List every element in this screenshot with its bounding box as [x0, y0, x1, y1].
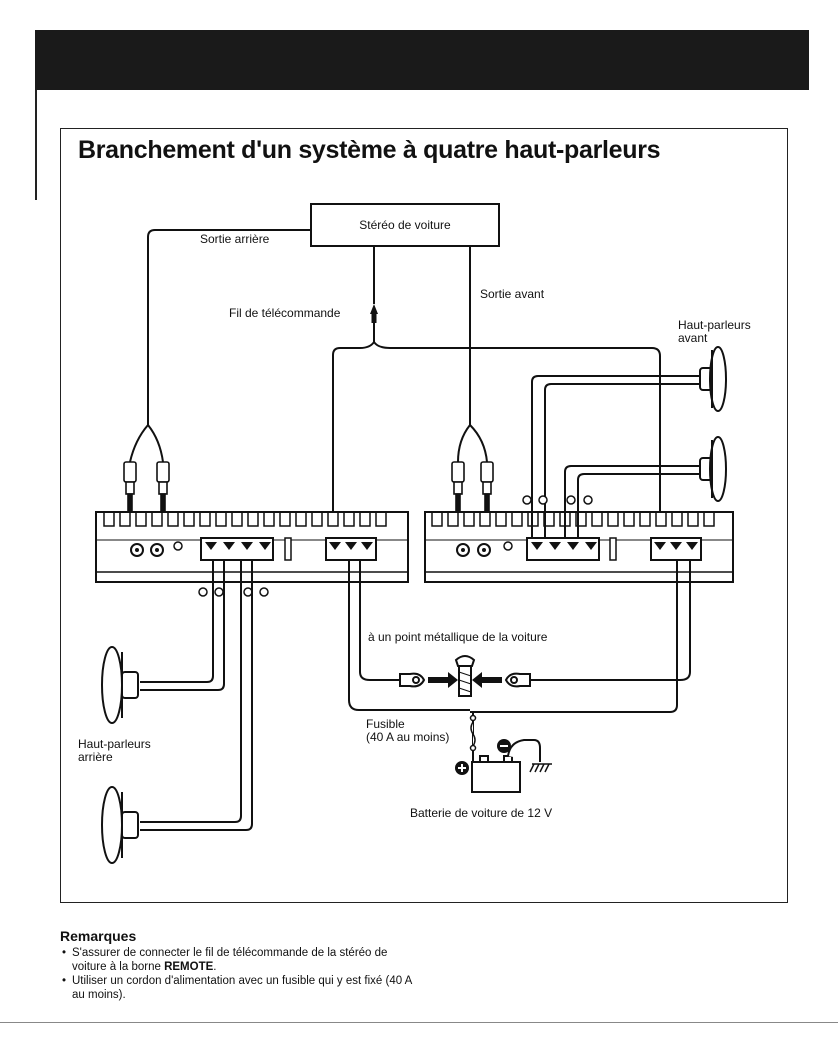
notes-list: S'assurer de connecter le fil de télécom… [60, 946, 420, 1002]
amplifier-right [424, 511, 734, 583]
notes-heading: Remarques [60, 928, 137, 944]
note-item: Utiliser un cordon d'alimentation avec u… [60, 974, 420, 1002]
bolt-icon [454, 655, 476, 697]
polarity-markers-left [198, 587, 269, 597]
page-title: Branchement d'un système à quatre haut-p… [78, 136, 661, 164]
plus-sign-icon [455, 761, 469, 775]
minus-sign-icon [497, 739, 511, 753]
remote-arrow-icon [370, 304, 378, 314]
margin-rule [35, 90, 37, 200]
front-speaker-top [699, 346, 727, 412]
front-speakers-label-1: Haut-parleurs [678, 318, 751, 332]
front-output-label: Sortie avant [480, 287, 545, 301]
rca-plugs-left [123, 461, 170, 515]
fuse-icon [469, 714, 477, 752]
rear-speaker-wires [140, 560, 253, 831]
diagram-frame [60, 128, 788, 903]
ground-arrows [428, 672, 502, 688]
battery-icon [471, 739, 541, 793]
header-bar [35, 30, 809, 90]
battery-label: Batterie de voiture de 12 V [410, 806, 553, 820]
rca-plugs-right [451, 461, 494, 515]
note-item: S'assurer de connecter le fil de télécom… [60, 946, 420, 974]
remote-keyword: REMOTE [164, 961, 214, 973]
front-speaker-wires [531, 375, 700, 538]
car-stereo-label: Stéréo de voiture [359, 218, 451, 232]
fuse-label-2: (40 A au moins) [366, 730, 450, 744]
remote-wire-label: Fil de télécommande [229, 306, 341, 320]
rear-output-label: Sortie arrière [200, 232, 270, 246]
polarity-markers-right [522, 495, 593, 505]
note-text-end: . [213, 961, 217, 973]
front-output-cable [457, 247, 488, 463]
ground-terminals [399, 672, 531, 688]
notes-section: Remarques S'assurer de connecter le fil … [60, 928, 420, 1002]
metal-point-label: à un point métallique de la voiture [368, 630, 548, 644]
bottom-rule [0, 1022, 838, 1023]
rear-speakers-label-1: Haut-parleurs [78, 737, 151, 751]
rear-speaker-bottom [101, 786, 139, 864]
car-stereo-unit: Stéréo de voiture [310, 203, 500, 247]
note-text: S'assurer de connecter le fil de télécom… [72, 947, 388, 973]
rear-speaker-top [101, 646, 139, 724]
rear-speakers-label-2: arrière [78, 750, 113, 764]
remote-wire [332, 247, 661, 515]
front-speaker-bottom [699, 436, 727, 502]
fuse-label-1: Fusible [366, 717, 405, 731]
ground-symbol-icon [529, 763, 552, 773]
rear-output-cable [129, 229, 310, 463]
front-speakers-label-2: avant [678, 331, 708, 345]
